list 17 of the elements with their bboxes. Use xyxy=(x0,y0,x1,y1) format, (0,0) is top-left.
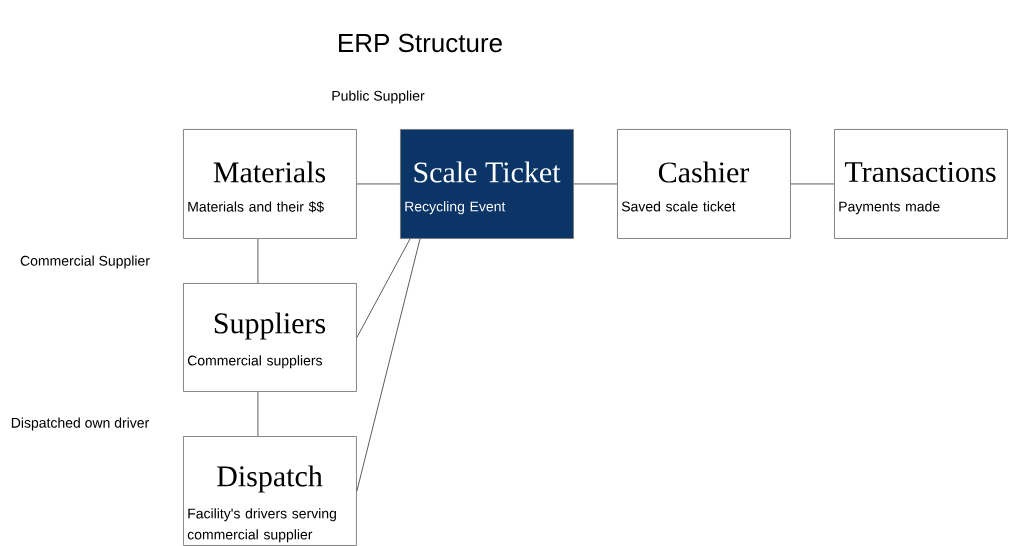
process-box: Materials Materials and their $$ xyxy=(183,129,357,239)
connector-line xyxy=(257,238,259,284)
diagram-title: ERP Structure xyxy=(339,33,502,53)
connector-line xyxy=(257,391,259,437)
note-label: Commercial Supplier xyxy=(20,255,150,269)
process-box: Transactions Payments made xyxy=(834,129,1008,239)
process-box: Cashier Saved scale ticket xyxy=(617,129,791,239)
connector-line xyxy=(573,183,618,185)
connector-line xyxy=(356,238,421,492)
process-box: Suppliers Commercial suppliers xyxy=(183,283,357,392)
connector-line xyxy=(356,183,401,185)
process-box: Dispatch Facility's drivers serving commercial supplier xyxy=(183,436,357,546)
note-label: Dispatched own driver xyxy=(11,417,149,431)
connector-line xyxy=(790,183,835,185)
highlighted-box: Scale Ticket Recycling Event xyxy=(400,129,574,239)
connector-line xyxy=(356,238,411,338)
note-label: Public Supplier xyxy=(332,90,425,104)
